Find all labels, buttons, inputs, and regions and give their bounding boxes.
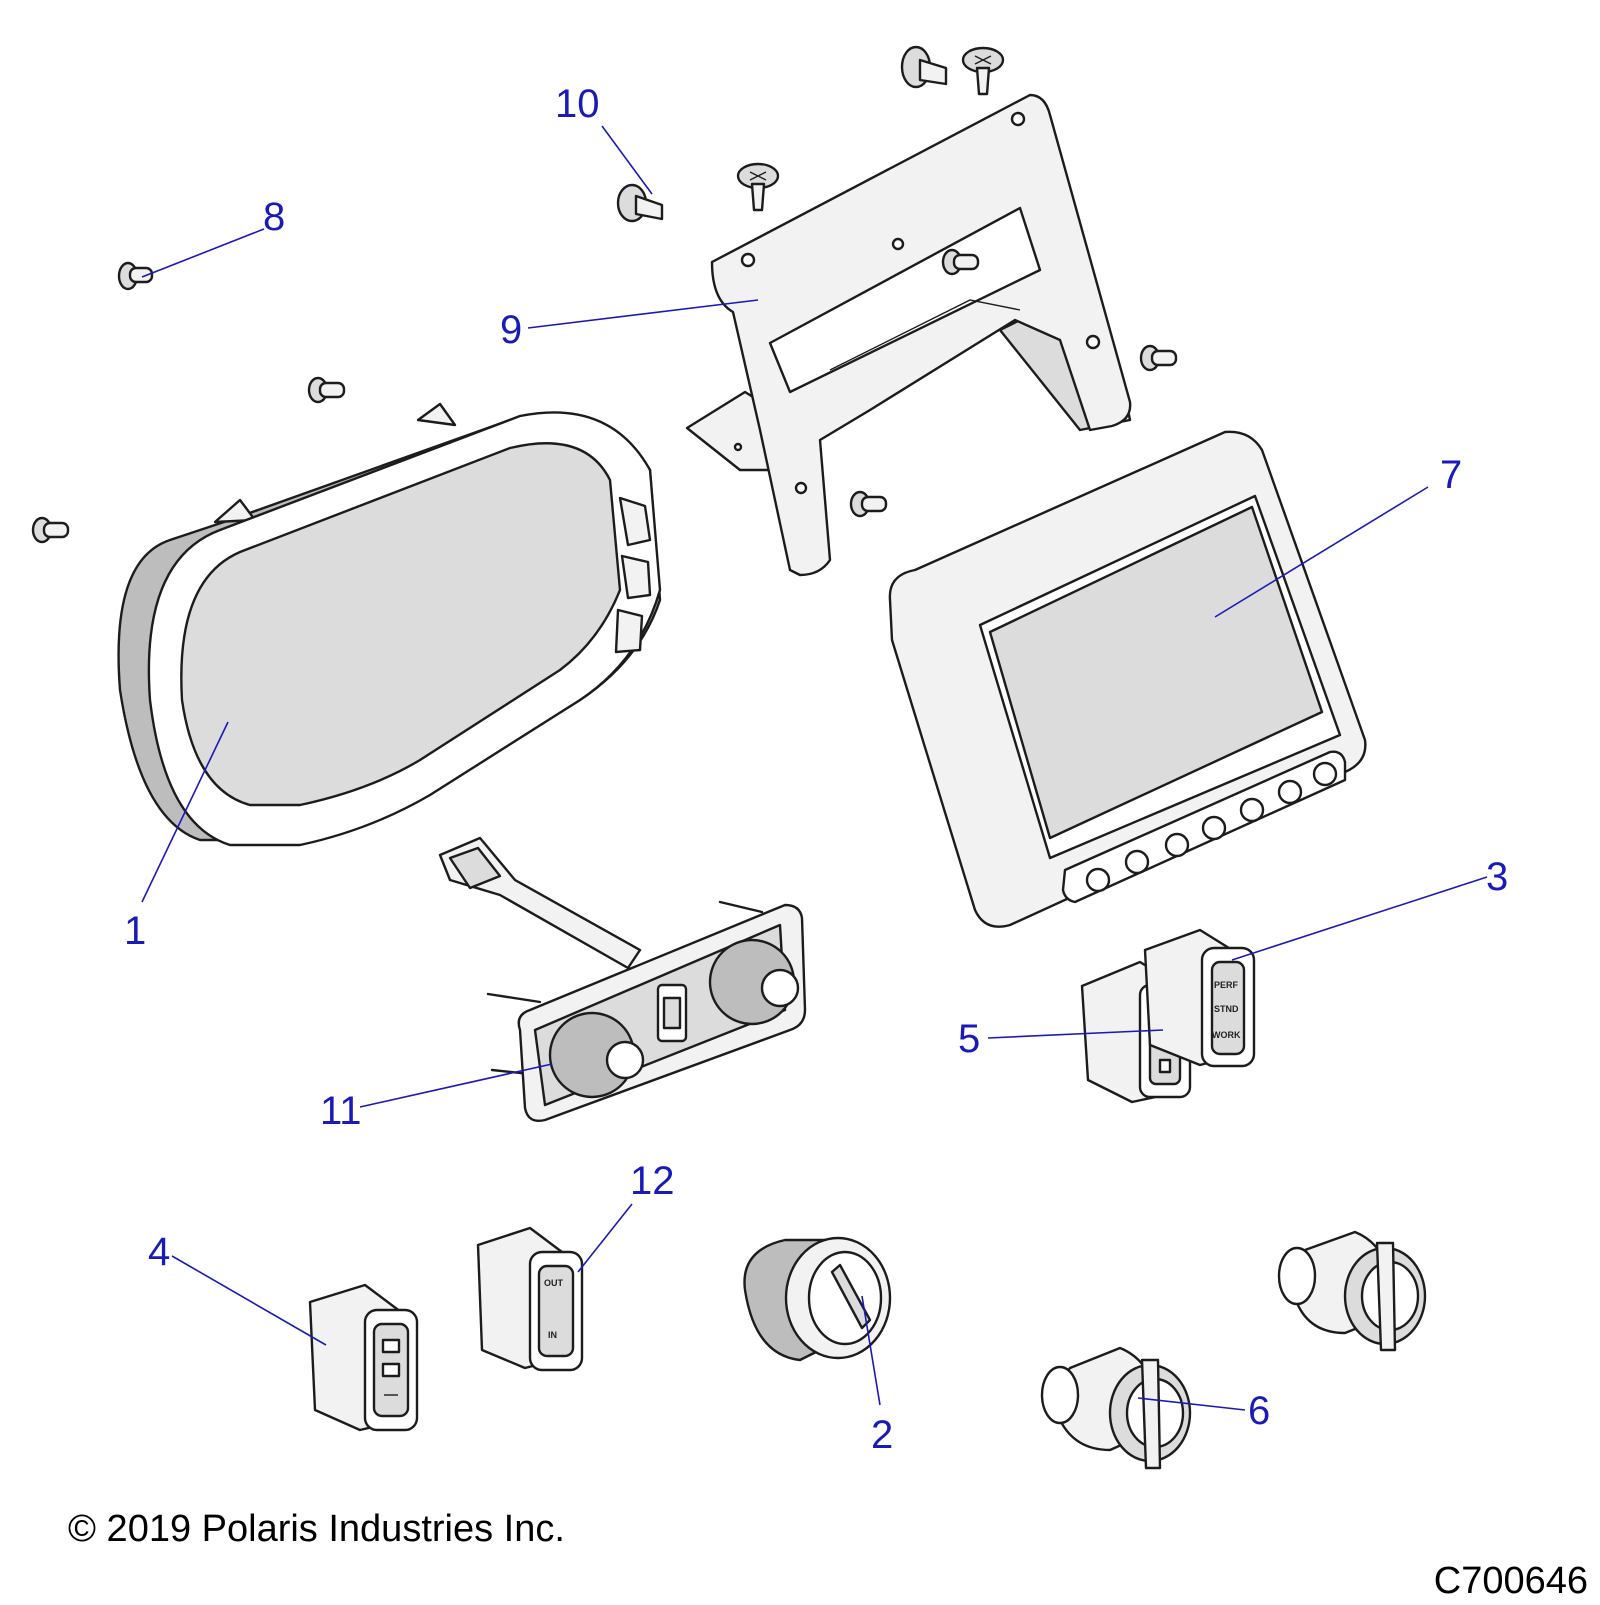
screw-pin [849, 490, 888, 518]
leader-10 [601, 125, 653, 195]
screw-torx [961, 46, 1005, 96]
callout-5: 5 [958, 1017, 980, 1061]
switch-12-label-in: IN [548, 1330, 557, 1340]
power-outlet-6 [1040, 1346, 1192, 1470]
screw-flange [900, 45, 948, 89]
callout-8: 8 [263, 195, 285, 239]
callout-labels: 1 2 3 4 5 6 7 8 9 10 11 12 [124, 82, 1508, 1457]
leader-11 [359, 1063, 553, 1108]
rocker-switch-3: PERF STND WORK [1143, 928, 1256, 1068]
callout-7: 7 [1440, 453, 1462, 497]
leader-9 [527, 299, 759, 329]
callout-12: 12 [630, 1159, 675, 1203]
display-unit-7 [888, 430, 1367, 928]
callout-3: 3 [1486, 855, 1508, 899]
callout-6: 6 [1248, 1389, 1270, 1433]
switch-12-label-out: OUT [544, 1278, 564, 1288]
callout-10: 10 [555, 82, 600, 126]
leader-6 [1137, 1397, 1246, 1411]
callout-4: 4 [148, 1230, 170, 1274]
rocker-switch-12: OUT IN [476, 1226, 584, 1372]
power-outlet [1277, 1230, 1427, 1352]
switch-3-label-stnd: STND [1214, 1004, 1239, 1014]
heater-control-11 [438, 836, 807, 1122]
instrument-cluster-1 [117, 402, 662, 847]
rocker-switch-4 [308, 1283, 419, 1432]
key-switch-2 [743, 1236, 892, 1362]
switch-3-label-perf: PERF [1214, 980, 1239, 990]
callout-leaders [141, 125, 1488, 1411]
leader-1 [141, 721, 229, 903]
screw-pin [307, 376, 346, 404]
copyright-text: © 2019 Polaris Industries Inc. [68, 1508, 565, 1550]
screw-pin [1139, 344, 1178, 372]
callout-9: 9 [500, 308, 522, 352]
callout-11: 11 [320, 1089, 362, 1133]
leader-2 [861, 1295, 881, 1406]
screw-pin [31, 516, 70, 544]
leader-12 [577, 1203, 633, 1273]
screw-pin-8 [117, 261, 154, 291]
callout-1: 1 [124, 909, 146, 953]
leader-8 [141, 228, 265, 278]
screw-torx [736, 162, 780, 212]
leader-5 [987, 1029, 1164, 1039]
leader-4 [171, 1255, 327, 1346]
callout-2: 2 [871, 1413, 893, 1457]
leader-3 [1231, 876, 1488, 961]
figure-id: C700646 [1433, 1560, 1588, 1602]
leader-7 [1214, 486, 1429, 618]
screw-10 [616, 183, 664, 223]
switch-3-label-work: WORK [1212, 1030, 1241, 1040]
screw-pin [941, 248, 980, 276]
